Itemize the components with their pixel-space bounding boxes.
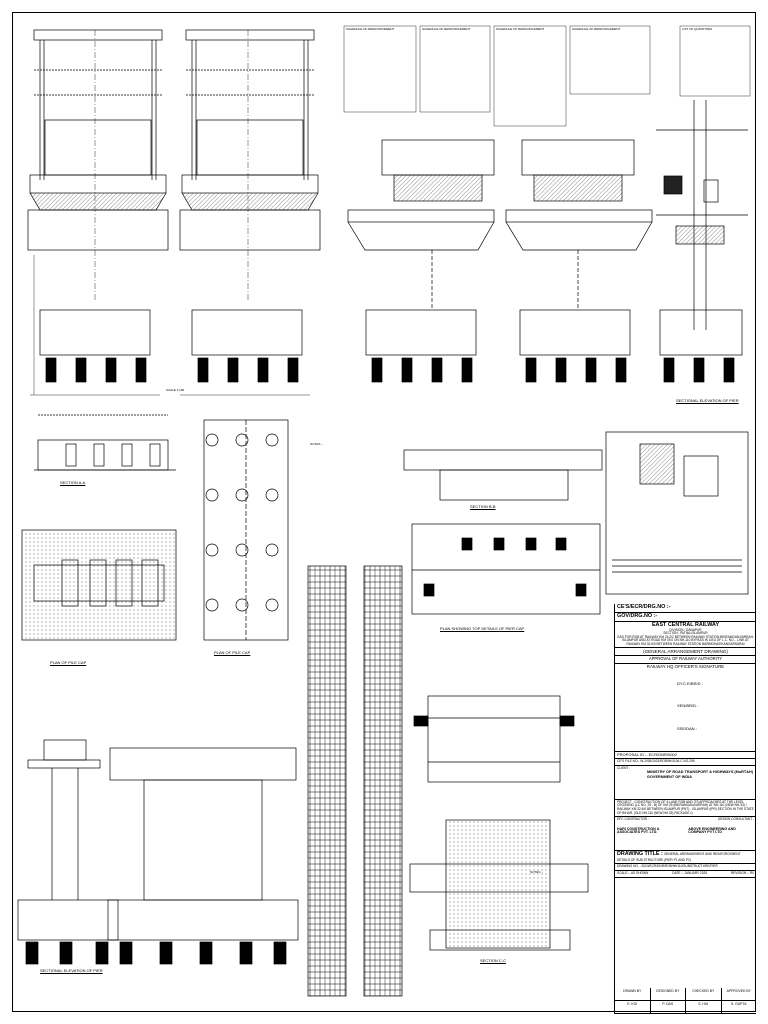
designed-by: P. DAS: [649, 1001, 686, 1013]
section: SECTION : PATNA-ISLAMPUR: [663, 631, 708, 636]
approval: APPROVAL OF RAILWAY AUTHORITY: [615, 656, 756, 665]
client-block: CLIENT : MINISTRY OF ROAD TRANSPORT & HI…: [615, 766, 756, 800]
division: DIVISION : DANAPUR: [669, 627, 702, 632]
plan-pier-bottom: [409, 695, 589, 951]
notes-title: NOTES :-: [310, 442, 324, 446]
section-bb-plan: [21, 529, 177, 641]
approved-by: S. GUPTA: [720, 1001, 757, 1013]
section-cc-label: SECTION C-C: [480, 958, 506, 963]
scale-date-row: SCALE :- AS SHOWN DATE :- JANUARY 2025 R…: [615, 871, 756, 878]
designed-by-label: DESIGNED BY: [649, 988, 686, 1000]
approved-by-label: APPROVED BY: [720, 988, 757, 1000]
notes-title-2: NOTES :-: [530, 870, 544, 874]
pier-cap-sections: [347, 139, 653, 310]
project: PROJECT : CONSTRUCTION OF 4-LANE ROB AND…: [615, 800, 756, 818]
consultant-name: ABOVE ENGINEERING AND COMPANY PVT LTD: [688, 826, 736, 835]
legend-1-title: SCHEDULE OF REINFORCEMENT: [346, 27, 395, 31]
signature-3: SSE/DAN :: [677, 725, 697, 731]
legend-5-title: LIST OF QUANTITIES: [682, 27, 713, 31]
drawing-title: GENERAL ARRANGEMENT AND REINFORCEMENT DE…: [617, 852, 741, 862]
client-name: MINISTRY OF ROAD TRANSPORT & HIGHWAYS (M…: [647, 770, 753, 779]
scale-label: SCALE 1:100: [166, 388, 185, 392]
contractor-block: EPC CONTRACTOR : DESIGN CONSULTANT : HAR…: [615, 817, 756, 852]
proposal-no: PROPOSAL ID :- ECR/DNR/0002: [615, 752, 756, 760]
railway-name: EAST CENTRAL RAILWAY: [651, 621, 720, 628]
sheet-border: [12, 12, 756, 1012]
tall-pier-label: SECTIONAL ELEVATION OF PIER: [676, 398, 739, 403]
ces-drawing-no: CE'S/ECR/DRG.NO :-: [615, 604, 756, 613]
drawing-type: (GENERAL ARRANGEMENT DRAWING): [615, 648, 756, 657]
sectional-elevation-pier: [17, 739, 299, 965]
drawn-by: E. KOI: [614, 1001, 650, 1013]
file-no: CE'S FILE NO:- W-2/SB/2023/ROB/NH110/LC …: [615, 759, 756, 766]
title-block: CE'S/ECR/DRG.NO :- GOV/DRG.NO :- EAST CE…: [614, 604, 756, 1012]
plan-pile-cap-label: PLAN OF PILE CAP: [50, 660, 87, 665]
contractor-name: HARI CONSTRUCTION & ASSOCIATES PVT. LTD.: [617, 826, 660, 835]
sectional-elevation-label: SECTIONAL ELEVATION OF PIER: [40, 968, 103, 973]
checked-by: S. HUI: [685, 1001, 721, 1013]
legend-2-title: SCHEDULE OF REINFORCEMENT: [422, 27, 471, 31]
legend-3-title: SCHEDULE OF REINFORCEMENT: [496, 27, 545, 31]
plan-pile-cap-label-2: PLAN OF PILE CAP: [214, 650, 251, 655]
legend-4-title: SCHEDULE OF REINFORCEMENT: [572, 27, 621, 31]
signature-heading: RAILWAY HQ OFFICER'S SIGNATURE: [646, 664, 725, 670]
drawing-no-row: DRAWING NO. : 2024/ECR/DNR/ROB/NH110/SUB…: [615, 864, 756, 871]
gov-drawing-no: GOV/DRG.NO :-: [615, 613, 756, 622]
client-label: CLIENT :: [617, 765, 631, 770]
pile-caps-top: [30, 255, 743, 396]
signature-block: RAILWAY HQ OFFICER'S SIGNATURE DY.C.E/BR…: [615, 664, 756, 753]
date: DATE :- JANUARY 2025: [672, 870, 708, 875]
drawing-no-label: DRAWING NO. :: [617, 864, 641, 869]
section-bb-label: SECTION B-B: [470, 504, 496, 509]
plan-pile-cap: [203, 419, 289, 641]
drawing-no: 2024/ECR/DNR/ROB/NH110/SUBSTRUCTURE/PIER: [641, 864, 718, 869]
pier-cap-top-plan: [403, 449, 603, 615]
railway-block: EAST CENTRAL RAILWAY DIVISION : DANAPUR …: [615, 622, 756, 649]
checked-by-label: CHECKED BY: [685, 988, 721, 1000]
drawn-by-label: DRAWN BY: [614, 988, 650, 1000]
signature-2: XEN/BR/D :: [677, 703, 699, 709]
scale: SCALE :- AS SHOWN: [617, 870, 649, 875]
signature-1: DY.C.E/BR/D :: [677, 680, 703, 686]
pier-elevation-2: [179, 29, 321, 300]
section-aa-label: SECTION A-A: [60, 480, 86, 485]
description: GAD FOR ROB AT RAILWAY KM 24.2/2 BETWEEN…: [617, 634, 754, 646]
consultant-label: DESIGN CONSULTANT :: [718, 817, 754, 822]
section-aa: [34, 414, 176, 471]
tall-pier-section: [656, 100, 748, 330]
contractor-label: EPC CONTRACTOR :: [617, 817, 649, 822]
revision: REVISION :- R0: [730, 870, 754, 875]
pile-reinforcement-elevations: [307, 565, 403, 997]
plan-pier-cap-label: PLAN SHOWING TOP DETAILS OF PIER CAP: [440, 626, 525, 631]
signoff-strip: DRAWN BY DESIGNED BY CHECKED BY APPROVED…: [614, 988, 757, 1014]
drawing-title-label: DRAWING TITLE :: [617, 851, 663, 858]
drawing-title-row: DRAWING TITLE : GENERAL ARRANGEMENT AND …: [615, 851, 756, 865]
pier-elevation-1: [27, 29, 169, 300]
detail-right-mid: [605, 431, 749, 595]
